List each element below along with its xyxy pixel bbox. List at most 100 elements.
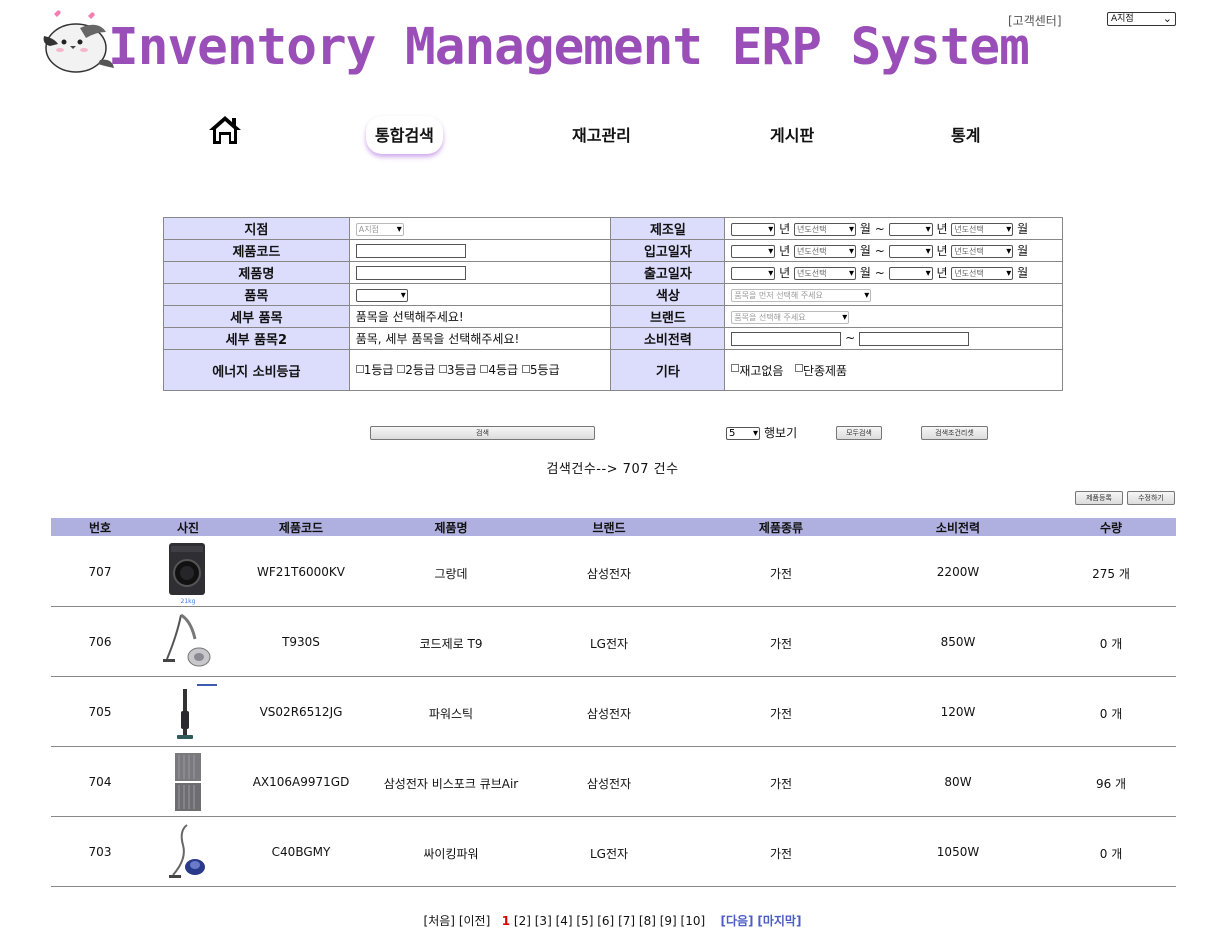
row-code: T930S (282, 635, 320, 649)
power-max-input[interactable] (859, 331, 970, 346)
col-no: 번호 (88, 521, 112, 535)
month-placeholder: 년도선택 (797, 269, 827, 278)
mfg-year-from-select[interactable] (731, 223, 776, 236)
grade5-checkbox[interactable] (521, 364, 530, 373)
power-min-input[interactable] (731, 331, 842, 346)
month-unit: 월 (859, 266, 871, 280)
row-brand: LG전자 (589, 637, 629, 651)
page-link[interactable]: [6] (597, 914, 615, 928)
nav-inventory[interactable]: 재고관리 (572, 126, 631, 145)
grade3-checkbox[interactable] (438, 364, 447, 373)
month-placeholder: 년도선택 (954, 247, 984, 256)
table-row[interactable]: 704 AX106A9971GD 삼성전자 비스포크 큐브Air 삼성전자 가전… (51, 747, 1176, 817)
row-no: 704 (88, 775, 112, 789)
page-link[interactable]: [10] (680, 914, 706, 928)
pagination: [처음] [이전] 1 [2] [3] [4] [5] [6] [7] [8] … (0, 912, 1225, 929)
color-select[interactable]: 품목을 먼저 선택해 주세요 (731, 288, 872, 302)
cyclone-vacuum-icon[interactable] (161, 821, 211, 881)
out-year-from-select[interactable] (731, 267, 776, 280)
row-power: 850W (940, 635, 976, 649)
grade4-checkbox[interactable] (480, 364, 489, 373)
in-year-to-select[interactable] (888, 245, 933, 258)
range-separator: ~ (874, 266, 885, 280)
capacity-label: 21kg (181, 598, 196, 605)
grade2-checkbox[interactable] (397, 364, 406, 373)
all-search-button[interactable]: 모두검색 (836, 426, 882, 440)
year-unit: 년 (779, 222, 791, 236)
washing-machine-icon[interactable]: 21kg (161, 541, 211, 605)
home-icon[interactable] (207, 114, 243, 149)
row-brand: LG전자 (589, 847, 629, 861)
row-brand: 삼성전자 (586, 567, 632, 581)
air-purifier-icon[interactable] (161, 751, 211, 811)
page-link[interactable]: [5] (576, 914, 594, 928)
page-link[interactable]: [2] (513, 914, 531, 928)
out-year-to-select[interactable] (888, 267, 933, 280)
rows-per-page-select[interactable]: 5 (726, 427, 760, 440)
in-month-from-select[interactable]: 년도선택 (794, 245, 857, 258)
year-unit: 년 (936, 266, 948, 280)
in-year-from-select[interactable] (731, 245, 776, 258)
customer-center-link[interactable]: [고객센터] (1008, 14, 1062, 28)
page-link[interactable]: [7] (618, 914, 636, 928)
bird-mascot-icon[interactable] (40, 6, 116, 78)
month-placeholder: 년도선택 (954, 225, 984, 234)
page-last[interactable]: [마지막] (757, 914, 802, 928)
table-row[interactable]: 705 VS02R6512JG 파워스틱 삼성전자 가전 120W 0 개 (51, 677, 1176, 747)
row-name: 그랑데 (434, 567, 468, 581)
year-unit: 년 (779, 266, 791, 280)
brand-placeholder: 품목을 선택해 주세요 (734, 312, 806, 322)
branch-select[interactable]: A지점⌄ (1107, 12, 1176, 26)
category-select[interactable] (355, 288, 408, 302)
page-next[interactable]: [다음] (720, 914, 754, 928)
row-no: 707 (88, 565, 112, 579)
edit-button[interactable]: 수정하기 (1127, 491, 1175, 505)
table-row[interactable]: 706 T930S 코드제로 T9 LG전자 가전 850W 0 개 (51, 607, 1176, 677)
month-unit: 월 (859, 222, 871, 236)
page-link[interactable]: [4] (555, 914, 573, 928)
reset-conditions-button[interactable]: 검색조건리셋 (921, 426, 988, 440)
result-count: 검색건수--> 707 건수 (546, 462, 679, 477)
grade1-label: 1등급 (363, 362, 394, 377)
row-code: AX106A9971GD (252, 775, 350, 789)
stick-vacuum-icon[interactable] (161, 681, 217, 741)
search-button[interactable]: 검색 (370, 426, 595, 440)
page-first[interactable]: [처음] (423, 914, 455, 928)
register-product-button[interactable]: 제품등록 (1075, 491, 1123, 505)
col-code: 제품코드 (278, 521, 324, 535)
col-qty: 수량 (1099, 521, 1123, 535)
branch-filter-select[interactable]: A지점 (355, 222, 404, 236)
in-month-to-select[interactable]: 년도선택 (951, 245, 1014, 258)
page-prev[interactable]: [이전] (458, 914, 491, 928)
out-month-from-select[interactable]: 년도선택 (794, 267, 857, 280)
year-unit: 년 (936, 222, 948, 236)
discontinued-checkbox[interactable] (794, 363, 803, 372)
out-of-stock-checkbox[interactable] (731, 363, 740, 372)
category-label: 품목 (163, 283, 350, 306)
range-separator: ~ (874, 222, 885, 236)
discontinued-label: 단종제품 (802, 363, 848, 378)
col-photo: 사진 (176, 521, 200, 535)
product-name-input[interactable] (355, 265, 466, 280)
brand-select[interactable]: 품목을 선택해 주세요 (731, 310, 850, 324)
out-month-to-select[interactable]: 년도선택 (951, 267, 1014, 280)
nav-board[interactable]: 게시판 (770, 126, 815, 145)
mfg-month-from-select[interactable]: 년도선택 (794, 223, 857, 236)
page-link[interactable]: [3] (534, 914, 552, 928)
row-power: 80W (944, 775, 972, 789)
table-row[interactable]: 707 21kg WF21T6000KV 그랑데 삼성전자 가전 2200W 2… (51, 537, 1176, 607)
product-code-input[interactable] (355, 243, 466, 258)
nav-statistics[interactable]: 통계 (951, 126, 981, 145)
page-link[interactable]: [8] (638, 914, 656, 928)
grade1-checkbox[interactable] (355, 364, 364, 373)
canister-vacuum-icon[interactable] (161, 611, 211, 671)
mfg-year-to-select[interactable] (888, 223, 933, 236)
table-row[interactable]: 703 C40BGMY 싸이킹파워 LG전자 가전 1050W 0 개 (51, 817, 1176, 887)
page-link[interactable]: [9] (659, 914, 677, 928)
grade3-label: 3등급 (446, 362, 477, 377)
mfg-month-to-select[interactable]: 년도선택 (951, 223, 1014, 236)
in-date-label: 입고일자 (610, 239, 726, 262)
nav-integrated-search[interactable]: 통합검색 (366, 116, 443, 154)
product-code-label: 제품코드 (163, 239, 350, 262)
branch-filter-value: A지점 (358, 224, 379, 234)
